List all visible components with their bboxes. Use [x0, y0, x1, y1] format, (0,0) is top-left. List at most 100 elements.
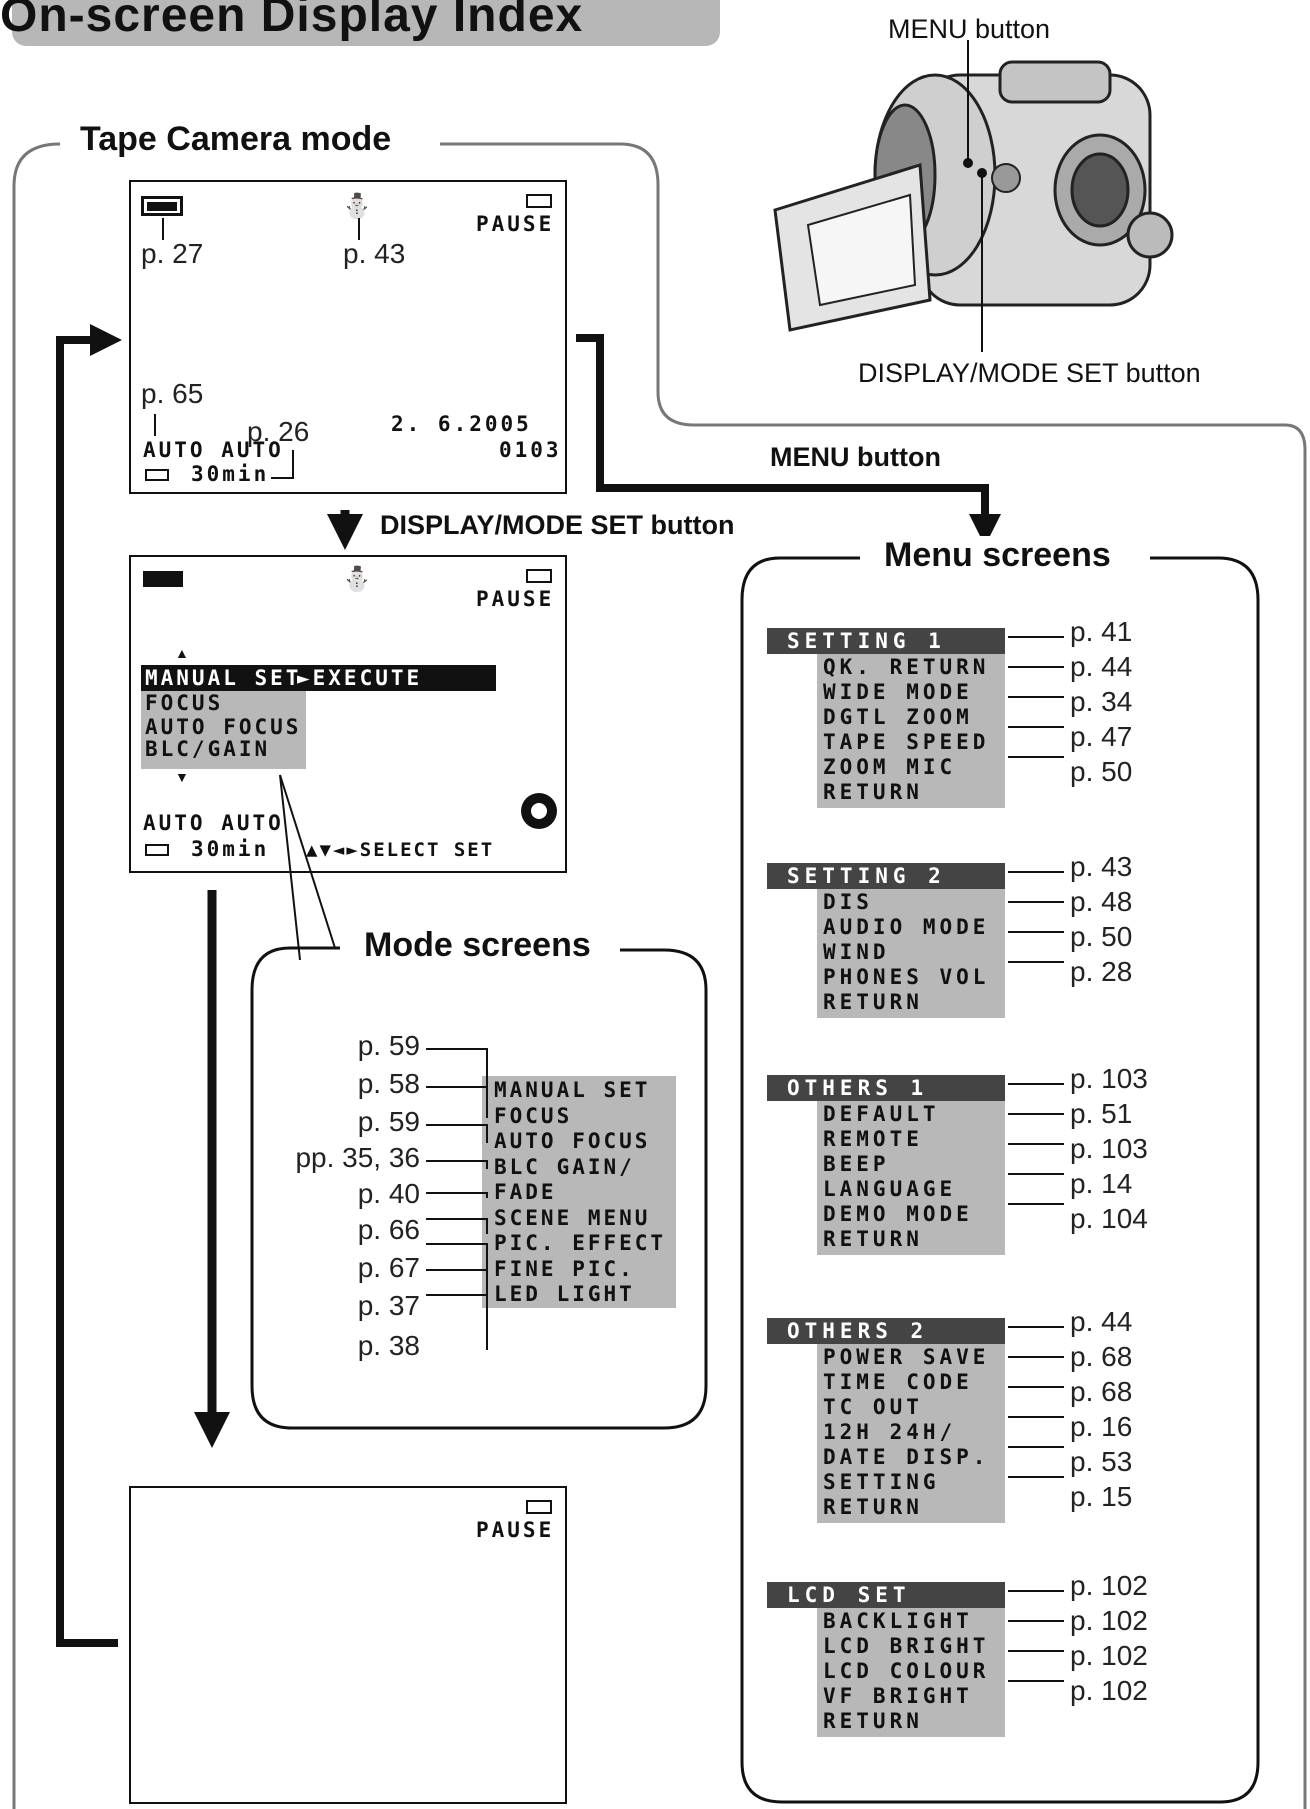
menu-item: LCD BRIGHT: [823, 1634, 990, 1658]
menu-item: LANGUAGE: [823, 1177, 957, 1201]
leader-line: [1008, 1326, 1064, 1330]
pause-status: PAUSE: [476, 587, 555, 611]
leader-line: [1008, 696, 1064, 708]
mode-item-blc-gain: BLC/GAIN: [145, 737, 271, 761]
leader-line: [426, 1243, 488, 1272]
leader-line: [1008, 1386, 1064, 1398]
up-arrow-icon: ▲: [175, 645, 189, 661]
leader-line: [1008, 1590, 1064, 1594]
menu-item: AUDIO MODE: [823, 915, 990, 939]
mode-item-auto-focus: AUTO FOCUS: [145, 715, 302, 739]
menu-group-header: OTHERS 2: [767, 1318, 1005, 1344]
menu-page-ref: p. 102: [1070, 1605, 1148, 1636]
menu-page-ref: p. 102: [1070, 1675, 1148, 1706]
menu-item: LCD COLOUR: [823, 1659, 990, 1683]
manual-set-label: MANUAL SET: [145, 666, 302, 690]
mode-screen-item: FADE: [494, 1180, 557, 1204]
auto-indicator: AUTO AUTO: [143, 811, 284, 835]
leader-line: [1008, 1620, 1064, 1627]
menu-item: DEMO MODE: [823, 1202, 973, 1226]
mode-screen-page-ref: p. 66: [357, 1214, 420, 1245]
menu-page-ref: p. 50: [1070, 756, 1133, 787]
mode-screen-page-ref: p. 40: [357, 1178, 420, 1209]
menu-item: WIDE MODE: [823, 680, 973, 704]
menu-group-header: SETTING 2: [767, 863, 1005, 889]
pause-status: PAUSE: [476, 1518, 555, 1542]
tape-ref: p. 26: [247, 416, 310, 447]
leader-line: [1008, 636, 1064, 640]
menu-page-ref: p. 53: [1070, 1446, 1133, 1477]
menu-page-ref: p. 16: [1070, 1411, 1133, 1442]
mic-icon: ⛄: [342, 566, 372, 593]
menu-item: SETTING: [823, 1470, 940, 1494]
menu-page-ref: p. 41: [1070, 616, 1133, 647]
menu-item: BEEP: [823, 1152, 890, 1176]
menu-group-header: SETTING 1: [767, 628, 1005, 654]
menu-page-ref: p. 103: [1070, 1063, 1148, 1094]
leader-line: [1008, 666, 1064, 673]
menu-page-ref: p. 48: [1070, 886, 1133, 917]
leader-line: [1008, 931, 1064, 943]
tape-remaining: 30min: [191, 837, 270, 861]
mode-screen-page-ref: p. 67: [357, 1252, 420, 1283]
menu-page-ref: p. 15: [1070, 1481, 1133, 1512]
display-button-label: DISPLAY/MODE SET button: [858, 358, 1201, 388]
mode-screens-list-bg: [482, 1076, 676, 1308]
auto-ref: p. 65: [141, 378, 204, 409]
leader-line: [1008, 1356, 1064, 1363]
menu-item: PHONES VOL: [823, 965, 990, 989]
screen-display-off: PAUSE: [129, 1486, 567, 1804]
title-bar: [12, 0, 720, 46]
mode-screen-item: MANUAL SET: [494, 1078, 651, 1102]
tape-icon: [526, 569, 552, 583]
leader-line: [1008, 1173, 1064, 1190]
page-title: On-screen Display Index: [0, 0, 584, 42]
leader-line: [426, 1086, 488, 1118]
menu-page-ref: p. 104: [1070, 1203, 1148, 1234]
menu-item: DATE DISP.: [823, 1445, 990, 1469]
menu-page-ref: p. 44: [1070, 1306, 1133, 1337]
menu-item: RETURN: [823, 780, 923, 804]
menu-page-ref: p. 103: [1070, 1133, 1148, 1164]
menu-page-ref: p. 43: [1070, 851, 1133, 882]
screen-manual-set: ⛄ PAUSE ▲ MANUAL SET ►EXECUTE FOCUS AUTO…: [129, 555, 567, 873]
leader-line: [1008, 756, 1064, 778]
mode-screen-page-ref: p. 58: [357, 1068, 420, 1099]
leader-line: [426, 1294, 488, 1350]
menu-page-ref: p. 102: [1070, 1570, 1148, 1601]
leader-line: [1008, 1680, 1064, 1697]
leader-line: [1008, 1113, 1064, 1120]
menu-page-ref: p. 50: [1070, 921, 1133, 952]
mode-screen-item: LED LIGHT: [494, 1282, 635, 1306]
menu-group-header: OTHERS 1: [767, 1075, 1005, 1101]
menu-page-ref: p. 14: [1070, 1168, 1133, 1199]
leader-line: [1008, 1143, 1064, 1155]
menu-item: RETURN: [823, 1227, 923, 1251]
mic-icon: ⛄: [342, 193, 372, 220]
mode-screen-item: PIC. EFFECT: [494, 1231, 667, 1255]
leader-line: [1008, 871, 1064, 875]
leader-line: [426, 1124, 488, 1143]
joystick-icon: [521, 793, 557, 829]
menu-item: DGTL ZOOM: [823, 705, 973, 729]
menu-item: TC OUT: [823, 1395, 923, 1419]
leader-line: [426, 1160, 488, 1169]
leader-line: [426, 1192, 488, 1198]
mode-screen-item: SCENE MENU: [494, 1205, 651, 1230]
menu-item: WIND: [823, 940, 890, 964]
mode-screen-page-ref: p. 59: [357, 1106, 420, 1137]
tape-small-icon: [145, 469, 169, 481]
leader-line: [1008, 1416, 1064, 1433]
menu-group-header: LCD SET: [767, 1582, 1005, 1608]
screen1-leaders: [154, 218, 360, 479]
down-arrow-icon: ▼: [175, 769, 189, 785]
mode-screen-item: AUTO FOCUS: [494, 1129, 651, 1153]
mode-screen-item: BLC GAIN/: [494, 1154, 635, 1179]
